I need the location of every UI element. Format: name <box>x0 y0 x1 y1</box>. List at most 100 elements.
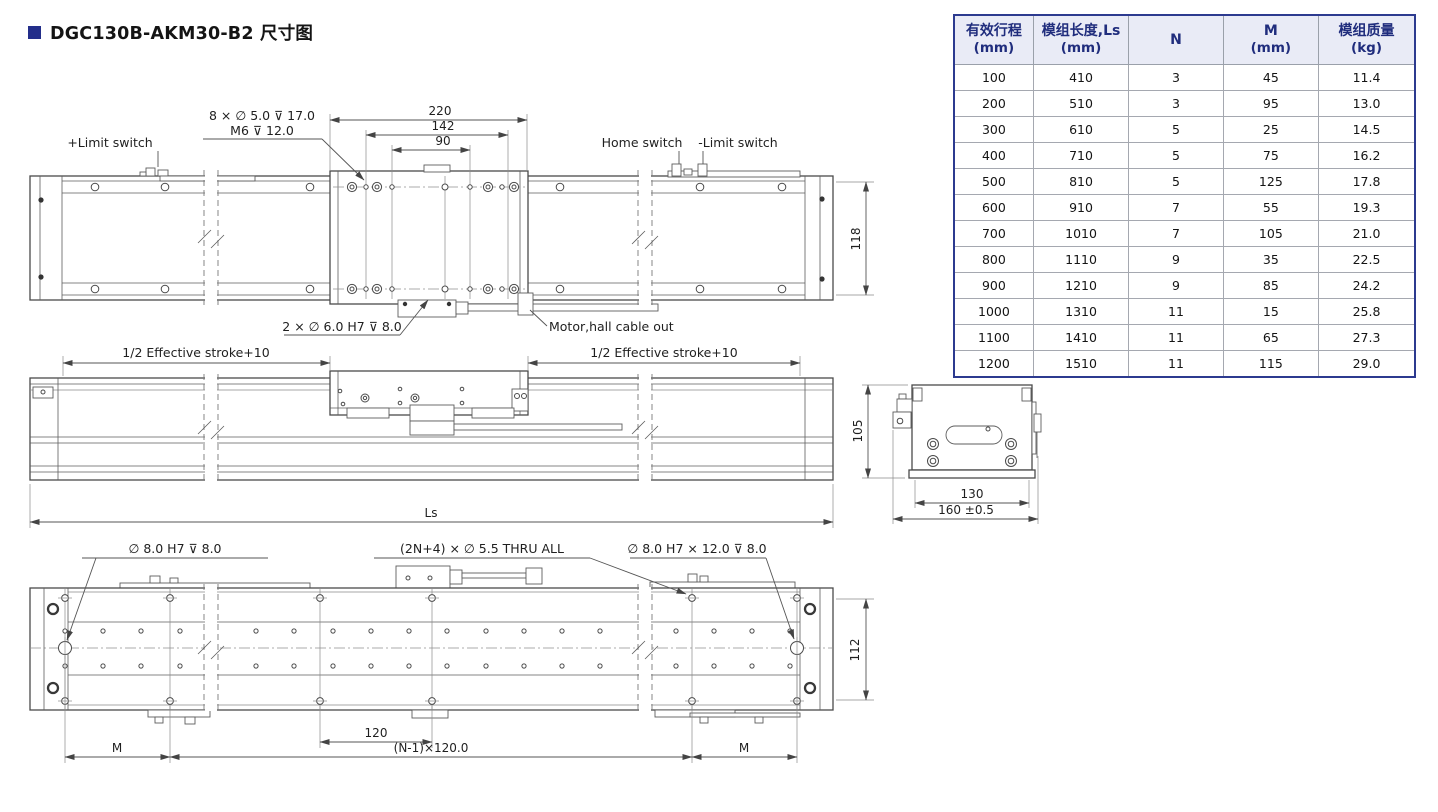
table-cell: 25.8 <box>1318 298 1416 325</box>
callout-counterbore: 8 × ∅ 5.0 ⊽ 17.0 M6 ⊽ 12.0 <box>203 108 365 181</box>
spec-table: 有效行程(mm) 模组长度,Ls(mm) N M(mm) 模组质量(kg) 10… <box>953 14 1416 378</box>
table-cell: 115 <box>1222 350 1320 378</box>
dim-120-text: 120 <box>365 726 388 740</box>
bottom-view-top-fittings <box>119 565 796 589</box>
break-lines-side-view <box>197 374 659 483</box>
table-cell: 11.4 <box>1318 64 1416 91</box>
table-cell: 3 <box>1128 64 1224 91</box>
thru-holes-top-row <box>58 594 804 602</box>
dim-112-text: 112 <box>848 639 862 662</box>
col-header-n: N <box>1128 14 1224 65</box>
carriage-side-view <box>329 370 623 436</box>
dim-130: 130 <box>914 480 1030 508</box>
end-view-slot <box>945 425 1003 445</box>
table-cell: 1310 <box>1032 298 1130 325</box>
dim-90: 90 <box>391 134 471 176</box>
table-cell: 5 <box>1128 168 1224 195</box>
dim-stroke-right-text: 1/2 Effective stroke+10 <box>590 345 737 360</box>
table-cell: 1410 <box>1032 324 1130 351</box>
top-view-right-endcap <box>804 176 825 300</box>
table-cell: 100 <box>953 64 1034 91</box>
dim-220-text: 220 <box>429 104 452 118</box>
bottom-view-left-endplate <box>43 588 69 710</box>
callout-thru-holes-text: (2N+4) × ∅ 5.5 THRU ALL <box>400 541 564 556</box>
table-cell: 11 <box>1128 324 1224 351</box>
callout-counterbore-line2: M6 ⊽ 12.0 <box>230 123 294 138</box>
dim-stroke-left-text: 1/2 Effective stroke+10 <box>122 345 269 360</box>
dim-105: 105 <box>851 384 908 479</box>
page-title: DGC130B-AKM30-B2 尺寸图 <box>28 20 313 45</box>
top-view: 220 142 90 8 × ∅ 5.0 ⊽ 17.0 M6 ⊽ 12.0 +L… <box>29 104 874 336</box>
table-cell: 1510 <box>1032 350 1130 378</box>
col-header-m: M(mm) <box>1222 14 1320 65</box>
dim-220: 220 <box>329 104 528 170</box>
home-and-minus-limit-switch <box>667 163 801 178</box>
dim-stroke-right: 1/2 Effective stroke+10 <box>527 345 801 376</box>
motor-cable-text: Motor,hall cable out <box>549 319 674 334</box>
carriage-mount-holes <box>346 181 520 295</box>
table-cell: 65 <box>1222 324 1320 351</box>
col-header-length: 模组长度,Ls(mm) <box>1032 14 1130 65</box>
table-cell: 700 <box>953 220 1034 247</box>
table-cell: 1200 <box>953 350 1034 378</box>
callout-counterbore-line1: 8 × ∅ 5.0 ⊽ 17.0 <box>209 108 315 123</box>
table-cell: 300 <box>953 116 1034 143</box>
side-view: 1/2 Effective stroke+10 1/2 Effective st… <box>29 345 834 528</box>
break-lines-top-view <box>197 170 659 305</box>
table-cell: 24.2 <box>1318 272 1416 299</box>
thru-holes-bottom-row <box>58 697 804 705</box>
table-cell: 29.0 <box>1318 350 1416 378</box>
bottom-view: ∅ 8.0 H7 ⊽ 8.0 (2N+4) × ∅ 5.5 THRU ALL ∅… <box>29 541 874 763</box>
dim-112: 112 <box>836 598 874 701</box>
dim-stroke-left: 1/2 Effective stroke+10 <box>62 345 331 376</box>
table-cell: 7 <box>1128 220 1224 247</box>
end-view-holes <box>927 438 1017 467</box>
dim-m-left-text: M <box>112 741 122 755</box>
dim-90-text: 90 <box>435 134 450 148</box>
page-title-text: DGC130B-AKM30-B2 尺寸图 <box>50 24 314 44</box>
dim-160: 160 ±0.5 <box>892 430 1039 524</box>
callout-pin-holes: 2 × ∅ 6.0 H7 ⊽ 8.0 <box>282 299 429 336</box>
dim-120: 120 <box>319 706 433 748</box>
rail-holes <box>90 182 787 294</box>
dim-ls: Ls <box>29 484 834 528</box>
end-view-right-bracket <box>1031 401 1042 458</box>
table-cell: 55 <box>1222 194 1320 221</box>
spec-table-header: 有效行程(mm) 模组长度,Ls(mm) N M(mm) 模组质量(kg) <box>953 14 1416 65</box>
dim-pitch-text: (N-1)×120.0 <box>394 741 469 755</box>
table-cell: 1010 <box>1032 220 1130 247</box>
dim-118-text: 118 <box>849 228 863 251</box>
col-header-mass: 模组质量(kg) <box>1318 14 1416 65</box>
end-view: 105 130 160 ±0.5 <box>851 384 1042 524</box>
table-cell: 95 <box>1222 90 1320 117</box>
table-cell: 22.5 <box>1318 246 1416 273</box>
dim-142: 142 <box>365 119 509 176</box>
table-cell: 13.0 <box>1318 90 1416 117</box>
col-header-stroke: 有效行程(mm) <box>953 14 1034 65</box>
callout-pin-right: ∅ 8.0 H7 × 12.0 ⊽ 8.0 <box>627 541 795 640</box>
table-cell: 125 <box>1222 168 1320 195</box>
table-cell: 1000 <box>953 298 1034 325</box>
table-cell: 17.8 <box>1318 168 1416 195</box>
dim-ls-text: Ls <box>425 506 438 520</box>
table-cell: 1100 <box>953 324 1034 351</box>
pin-hole-left <box>58 637 72 659</box>
title-bullet-icon <box>28 26 41 39</box>
pin-hole-right <box>790 637 804 659</box>
table-cell: 800 <box>953 246 1034 273</box>
callout-thru-holes: (2N+4) × ∅ 5.5 THRU ALL <box>374 541 687 595</box>
motor-cable-label: Motor,hall cable out <box>529 309 674 334</box>
dim-105-text: 105 <box>851 420 865 443</box>
dim-118: 118 <box>836 181 874 296</box>
top-view-left-endcap <box>38 176 63 300</box>
dim-m-right-text: M <box>739 741 749 755</box>
